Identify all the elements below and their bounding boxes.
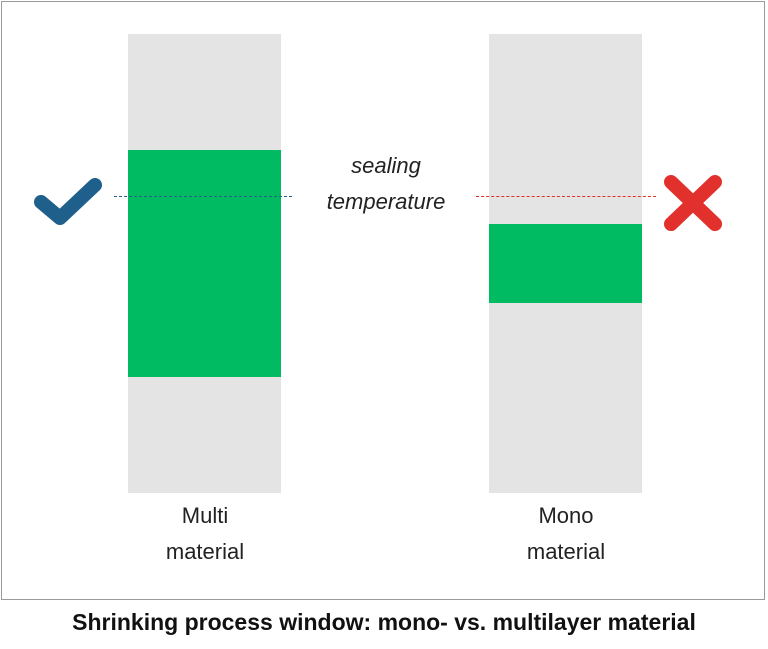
multi-label-line-2: material bbox=[165, 539, 245, 564]
multi-material-label: Multi material bbox=[105, 498, 305, 570]
sealing-temperature-line-left bbox=[114, 196, 292, 197]
sealing-temperature-line-right bbox=[476, 196, 656, 197]
mono-material-process-window bbox=[489, 224, 642, 303]
figure-caption: Shrinking process window: mono- vs. mult… bbox=[72, 609, 696, 635]
sealing-temperature-label: sealing temperature bbox=[302, 148, 470, 220]
multi-label-line-1: Multi bbox=[181, 503, 229, 528]
sealing-label-line-2: temperature bbox=[326, 189, 446, 214]
cross-icon bbox=[664, 175, 722, 231]
multi-material-column bbox=[128, 34, 281, 493]
diagram-frame: sealing temperature Multi material Mono … bbox=[1, 1, 765, 600]
sealing-label-line-1: sealing bbox=[351, 153, 421, 178]
mono-material-column bbox=[489, 34, 642, 493]
mono-material-label: Mono material bbox=[466, 498, 666, 570]
check-icon bbox=[34, 178, 102, 225]
multi-material-process-window bbox=[128, 150, 281, 377]
mono-label-line-1: Mono bbox=[538, 503, 594, 528]
mono-label-line-2: material bbox=[526, 539, 606, 564]
